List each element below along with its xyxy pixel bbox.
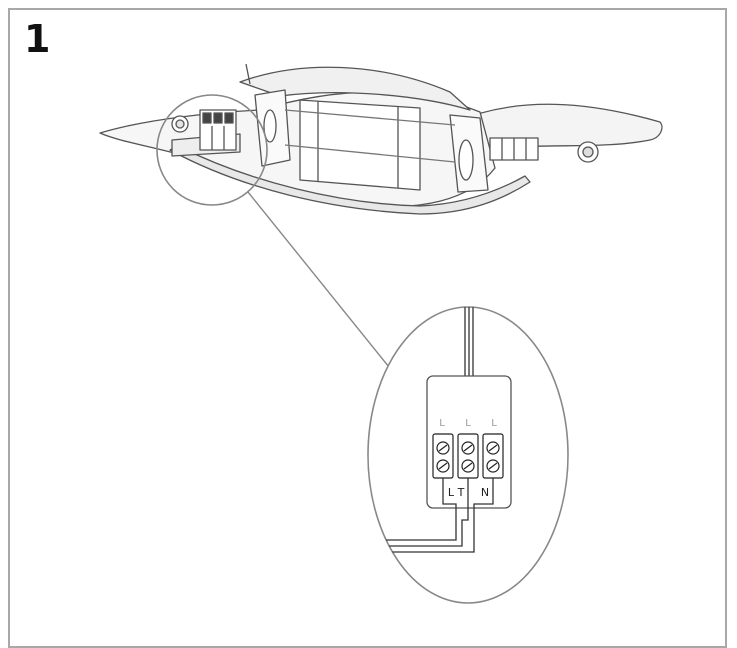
terminal-top-label-2: L — [465, 418, 471, 429]
terminal-bottom-label-T: T — [457, 486, 465, 499]
terminal-top-label-3: L — [491, 418, 497, 429]
light-fixture — [99, 63, 663, 215]
step-number: 1 — [24, 17, 51, 61]
wiring-illustration: L L L L T N — [99, 63, 663, 604]
terminal-top-label-1: L — [439, 418, 445, 429]
terminal-bottom-label-N: N — [481, 486, 489, 499]
magnifier-source-circle — [156, 94, 268, 206]
magnifier-leader-line — [247, 191, 394, 373]
terminal-bottom-label-L: L — [448, 486, 455, 499]
terminal-block-detail — [368, 307, 512, 553]
